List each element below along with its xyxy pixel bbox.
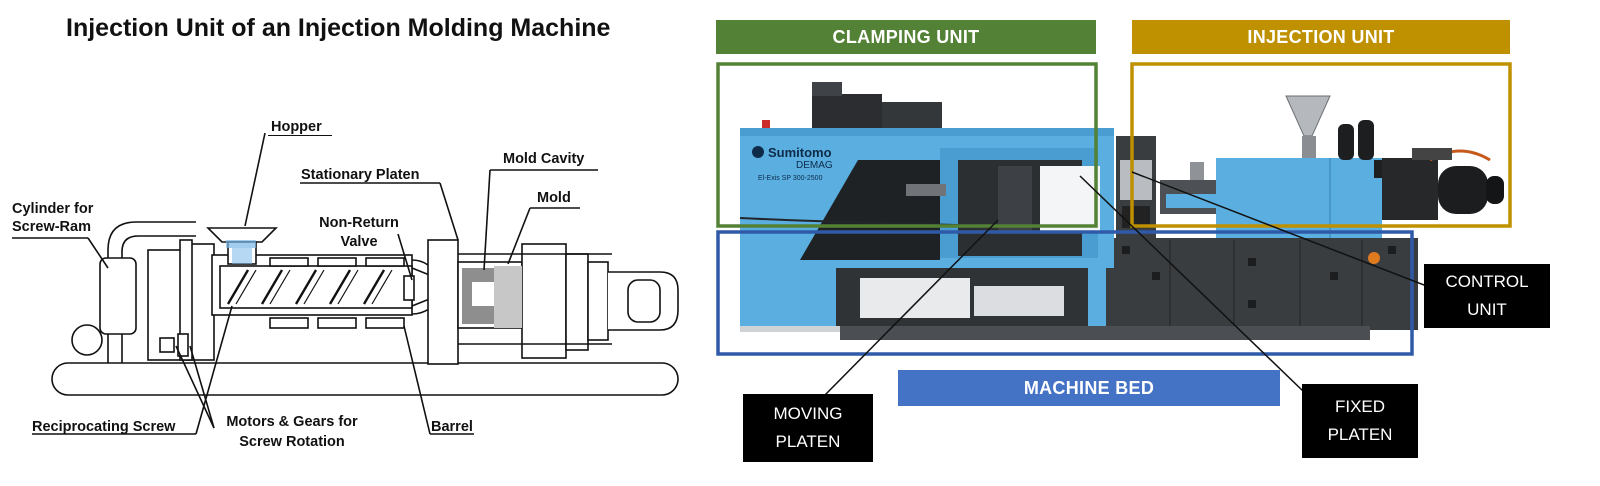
fixed-platen-pointer <box>1079 175 1305 393</box>
bed-frame <box>716 230 1414 356</box>
cylinder-label-line1: Cylinder for <box>12 201 94 217</box>
fixed-platen-line1: FIXED <box>1334 397 1386 416</box>
fixed-platen-callout: FIXED PLATEN <box>1302 384 1418 458</box>
control-unit-line1: CONTROL <box>1445 272 1529 291</box>
injection-unit-banner: INJECTION UNIT <box>1132 20 1510 54</box>
non-return-label-line2: Valve <box>340 234 378 250</box>
mold-cavity-label: Mold Cavity <box>503 151 585 167</box>
motors-label-line1: Motors & Gears for <box>226 414 358 430</box>
barrel-label: Barrel <box>431 419 473 435</box>
cylinder-label-line2: Screw-Ram <box>12 219 91 235</box>
hopper-underline <box>268 135 332 136</box>
fixed-platen-line2: PLATEN <box>1327 425 1393 444</box>
brand-text: Sumitomo <box>768 145 832 160</box>
diagram-title: Injection Unit of an Injection Molding M… <box>66 14 611 42</box>
clamping-frame <box>716 62 1098 228</box>
machine-bed-banner: MACHINE BED <box>898 370 1280 406</box>
control-unit-pointer <box>1131 171 1438 291</box>
hopper-label: Hopper <box>271 119 322 135</box>
bed-footing <box>840 326 1370 340</box>
motors-label-line2: Screw Rotation <box>239 434 345 450</box>
non-return-label-line1: Non-Return <box>319 215 399 231</box>
control-unit-line2: UNIT <box>1467 300 1507 319</box>
cylinder-loop <box>121 235 196 363</box>
control-unit-callout: CONTROL UNIT <box>1424 264 1550 328</box>
model-text: El-Exis SP 300-2500 <box>758 175 823 182</box>
mold-label: Mold <box>537 190 571 206</box>
reciprocating-screw-label: Reciprocating Screw <box>32 419 176 435</box>
brand-sub-text: DEMAG <box>796 160 833 171</box>
moving-platen-pointer <box>823 219 999 397</box>
moving-platen-callout: MOVING PLATEN <box>743 394 873 462</box>
injection-frame <box>1130 62 1512 228</box>
moving-platen-line1: MOVING <box>773 404 843 423</box>
moving-platen-line2: PLATEN <box>775 432 841 451</box>
hopper-shape <box>206 227 278 243</box>
stationary-platen-label: Stationary Platen <box>301 167 420 183</box>
bed-cabinet <box>1106 238 1418 330</box>
stationary-platen-shape <box>427 239 459 365</box>
clamping-unit-banner: CLAMPING UNIT <box>716 20 1096 54</box>
drive-motor <box>1382 158 1438 220</box>
